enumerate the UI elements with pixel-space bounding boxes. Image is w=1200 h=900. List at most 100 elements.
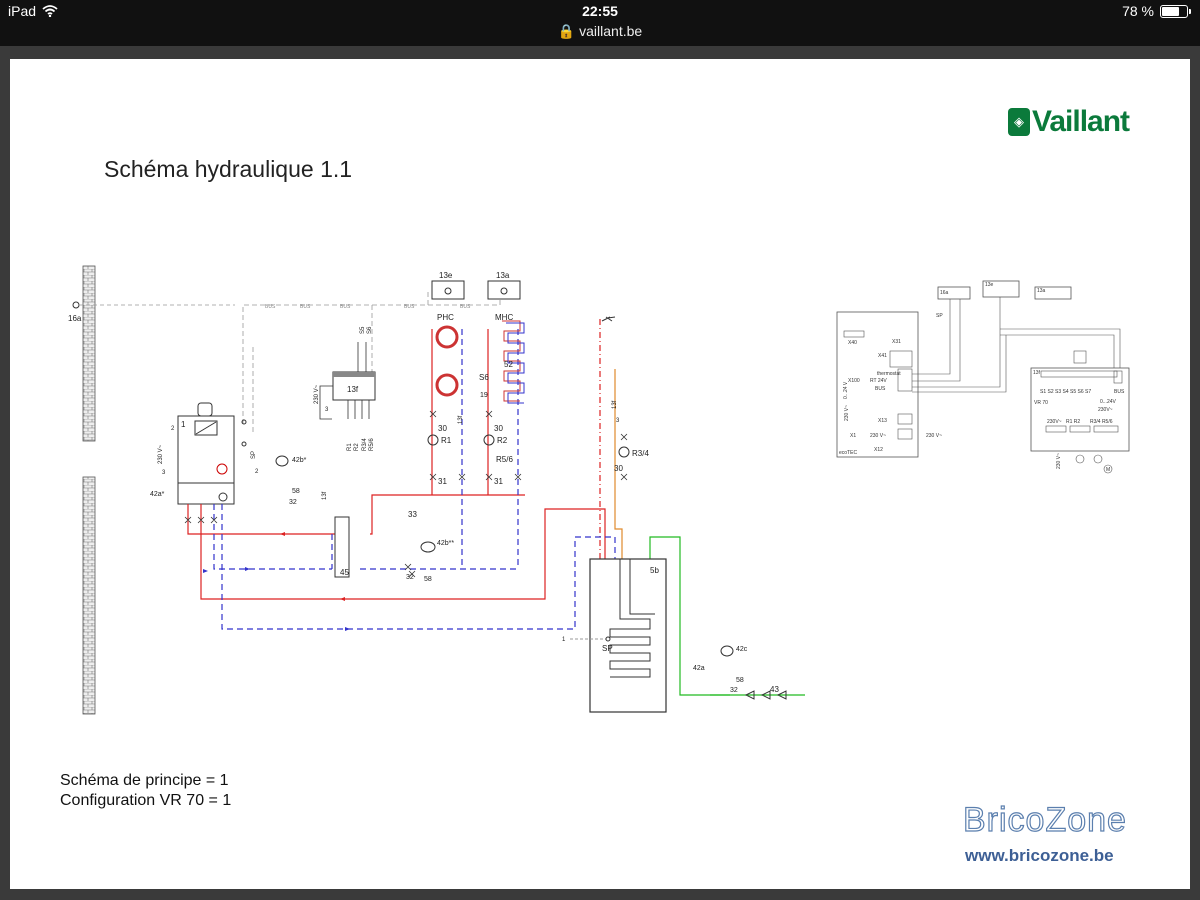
svg-text:30: 30 xyxy=(494,424,503,433)
wall-upper xyxy=(82,265,96,442)
controller-13a xyxy=(487,280,521,300)
lock-icon: 🔒 xyxy=(557,23,576,39)
vaillant-logo: ◈ Vaillant xyxy=(1008,105,1130,139)
pump-r2 xyxy=(483,434,495,446)
svg-text:230V~: 230V~ xyxy=(1047,419,1062,425)
brand-wordmark: Vaillant xyxy=(1032,105,1130,138)
svg-text:32: 32 xyxy=(289,499,297,506)
svg-text:230V~: 230V~ xyxy=(1098,407,1113,413)
svg-text:3: 3 xyxy=(325,407,329,413)
svg-text:RT 24V: RT 24V xyxy=(870,378,887,384)
svg-text:ecoTEC: ecoTEC xyxy=(839,450,857,456)
shower-head-icon xyxy=(601,316,616,322)
svg-text:SP: SP xyxy=(936,313,943,319)
ecotec-board xyxy=(836,311,919,458)
expansion-vessel-42b xyxy=(275,455,289,467)
svg-text:2: 2 xyxy=(255,469,259,475)
controller-13e xyxy=(431,280,465,300)
svg-text:16a: 16a xyxy=(940,290,949,296)
svg-text:230 V~: 230 V~ xyxy=(158,444,164,464)
svg-text:R2: R2 xyxy=(497,436,508,445)
svg-text:BUS: BUS xyxy=(460,304,471,310)
svg-text:VR 70: VR 70 xyxy=(1034,400,1048,406)
svg-text:13f: 13f xyxy=(458,415,464,424)
svg-text:230 V~: 230 V~ xyxy=(870,433,886,439)
svg-text:42b**: 42b** xyxy=(437,540,454,547)
config-note: Configuration VR 70 = 1 xyxy=(60,792,232,809)
battery-fill xyxy=(1162,6,1180,16)
svg-text:30: 30 xyxy=(614,464,623,473)
status-right: 78 % xyxy=(1122,3,1191,19)
svg-text:31: 31 xyxy=(438,477,447,486)
svg-text:32: 32 xyxy=(730,687,738,694)
hydraulic-schematic: 16a BUS BUS BUS BUS BUS 13e 13a PHC MHC … xyxy=(68,265,1130,715)
svg-text:13a: 13a xyxy=(496,271,510,280)
svg-text:S6: S6 xyxy=(367,326,373,334)
svg-text:13f: 13f xyxy=(1033,370,1041,376)
svg-text:1: 1 xyxy=(562,637,566,643)
svg-text:42c: 42c xyxy=(736,646,748,653)
svg-text:13e: 13e xyxy=(985,282,994,288)
svg-text:BUS: BUS xyxy=(300,304,311,310)
watermark-url: www.bricozone.be xyxy=(965,846,1114,865)
svg-text:S6: S6 xyxy=(479,373,489,382)
svg-text:R5/6: R5/6 xyxy=(496,455,513,464)
svg-text:42b*: 42b* xyxy=(292,457,307,464)
svg-text:R1: R1 xyxy=(441,436,452,445)
svg-text:58: 58 xyxy=(292,488,300,495)
svg-text:230 V~: 230 V~ xyxy=(1056,453,1062,469)
svg-text:0...24 V: 0...24 V xyxy=(843,381,849,399)
svg-text:R3/4 R5/6: R3/4 R5/6 xyxy=(1090,419,1113,425)
bus-labels: BUS BUS BUS BUS BUS xyxy=(265,304,471,310)
valves xyxy=(184,410,628,578)
svg-text:43: 43 xyxy=(770,685,779,694)
svg-text:230 V~: 230 V~ xyxy=(926,433,942,439)
svg-text:X1: X1 xyxy=(850,433,856,439)
svg-text:BUS: BUS xyxy=(265,304,276,310)
url-text: vaillant.be xyxy=(579,23,643,39)
battery-icon xyxy=(1160,4,1191,18)
floor-heating-loop xyxy=(502,320,521,402)
tank-coil xyxy=(609,559,655,678)
pump-r1 xyxy=(427,434,439,446)
wiring-diagram: 16a SP 13e 13a X40 X31 X41 thermostat RT… xyxy=(836,280,1130,474)
vr70-module xyxy=(1030,367,1130,452)
svg-text:58: 58 xyxy=(424,576,432,583)
svg-text:1: 1 xyxy=(181,420,186,429)
svg-text:MHC: MHC xyxy=(495,313,513,322)
svg-text:R2: R2 xyxy=(354,443,360,451)
svg-text:R3/4: R3/4 xyxy=(632,449,649,458)
svg-text:42a*: 42a* xyxy=(150,491,165,498)
scheme-note: Schéma de principe = 1 xyxy=(60,772,229,789)
svg-text:13f: 13f xyxy=(322,491,328,500)
watermark-brand: BricoZone xyxy=(962,800,1127,839)
svg-text:BUS: BUS xyxy=(1114,389,1125,395)
address-bar[interactable]: 🔒 vaillant.be xyxy=(0,23,1200,40)
clock: 22:55 xyxy=(582,3,618,19)
svg-text:3: 3 xyxy=(616,418,620,424)
svg-text:230 V~: 230 V~ xyxy=(844,405,850,421)
expansion-vessel-42c xyxy=(720,645,734,657)
svg-text:X100: X100 xyxy=(848,378,860,384)
hydraulic-separator xyxy=(334,516,350,578)
svg-text:13a: 13a xyxy=(1037,288,1046,294)
svg-text:32: 32 xyxy=(406,574,414,581)
document-page: Schéma hydraulique 1.1 ◈ Vaillant 16a BU… xyxy=(10,59,1190,889)
svg-text:X31: X31 xyxy=(892,339,901,345)
radiator-2 xyxy=(435,373,459,397)
svg-text:R5/6: R5/6 xyxy=(369,438,375,451)
svg-text:SP: SP xyxy=(602,644,613,653)
svg-text:BUS: BUS xyxy=(340,304,351,310)
svg-text:M: M xyxy=(1106,467,1110,473)
svg-text:S1 S2 S3 S4 S5 S6 S7: S1 S2 S3 S4 S5 S6 S7 xyxy=(1040,389,1091,395)
svg-text:45: 45 xyxy=(340,568,349,577)
pump-r34 xyxy=(618,446,630,458)
radiator-1 xyxy=(435,325,459,349)
svg-text:X41: X41 xyxy=(878,353,887,359)
svg-text:2: 2 xyxy=(171,426,175,432)
svg-text:S5: S5 xyxy=(360,326,366,334)
svg-text:19: 19 xyxy=(480,392,488,399)
svg-text:R3/4: R3/4 xyxy=(362,438,368,451)
hare-logo-icon: ◈ xyxy=(1008,108,1030,136)
cold-water-pipe xyxy=(649,536,805,696)
